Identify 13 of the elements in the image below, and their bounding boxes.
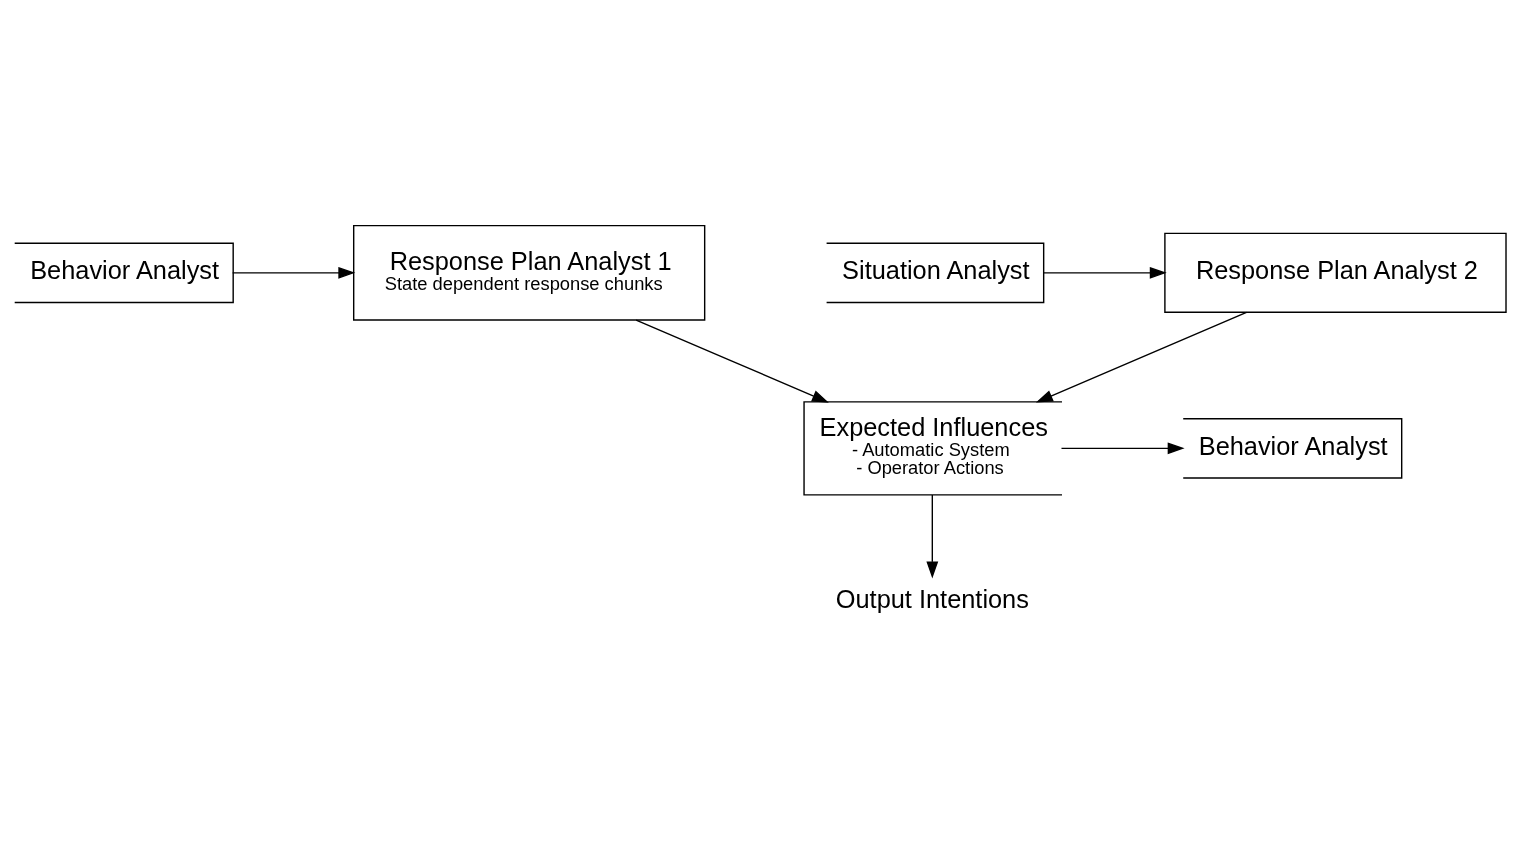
arrow [926, 493, 939, 578]
arrow [1043, 266, 1167, 279]
node-text: Behavior Analyst [30, 255, 220, 284]
node-text: Behavior Analyst [1198, 431, 1388, 460]
node-text: Output Intentions [835, 584, 1029, 613]
arrow [1060, 441, 1185, 454]
node-box: Response Plan Analyst 2 [1164, 232, 1507, 313]
node-text: Expected Influences - Automatic System - Operator Actions [819, 412, 1048, 478]
node-text: Situation Analyst [842, 255, 1030, 284]
arrow [1035, 311, 1248, 403]
arrow [231, 266, 356, 279]
arrow [635, 318, 829, 403]
node-box: Response Plan Analyst 1 State dependent response chunks [353, 224, 706, 321]
